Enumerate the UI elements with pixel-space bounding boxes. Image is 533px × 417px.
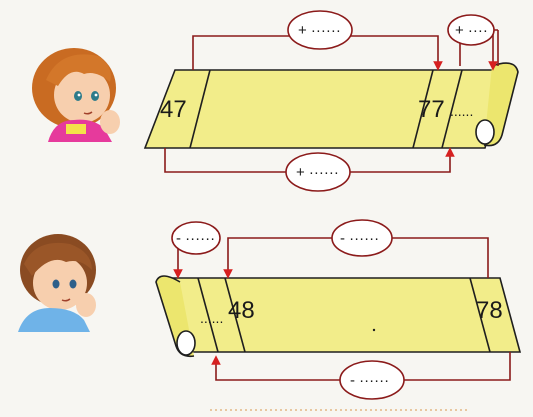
bottom-oval-left-text: - ······ [176, 230, 215, 247]
top-number-strip: 47 77 ...... [143, 62, 519, 149]
top-oval-left: + ······ [287, 10, 353, 50]
bottom-divider-1 [197, 277, 219, 353]
bottom-oval-right-text: - ······ [340, 230, 379, 247]
top-oval-bottom: + ······ [285, 152, 351, 192]
top-oval-left-text: + ······ [298, 22, 341, 39]
bottom-oval-left: - ······ [171, 221, 221, 255]
bottom-start-number: 48 [228, 297, 255, 324]
bottom-oval-bottom-text: - ······ [350, 372, 389, 389]
top-oval-right: + ···· [447, 14, 495, 46]
bottom-divider-2 [224, 277, 246, 353]
top-divider-2 [412, 69, 434, 149]
bottom-oval-right: - ······ [331, 219, 393, 257]
bottom-connectors [173, 237, 511, 381]
top-divider-1 [189, 69, 211, 149]
top-divider-3 [441, 69, 463, 149]
boy-thinking-icon [18, 234, 96, 332]
bottom-blank: ...... [200, 310, 223, 326]
bottom-end-number: 78 [476, 297, 503, 324]
top-start-number: 47 [160, 96, 187, 123]
top-blank: ...... [450, 103, 473, 119]
top-oval-bottom-text: + ······ [296, 164, 339, 181]
top-end-number: 77 [418, 96, 445, 123]
bottom-oval-bottom: - ······ [339, 360, 405, 400]
bottom-divider-3 [469, 277, 491, 353]
girl-thinking-icon [32, 48, 120, 142]
top-oval-right-text: + ···· [455, 22, 488, 39]
bottom-number-strip: ...... 48 78 [155, 275, 522, 358]
